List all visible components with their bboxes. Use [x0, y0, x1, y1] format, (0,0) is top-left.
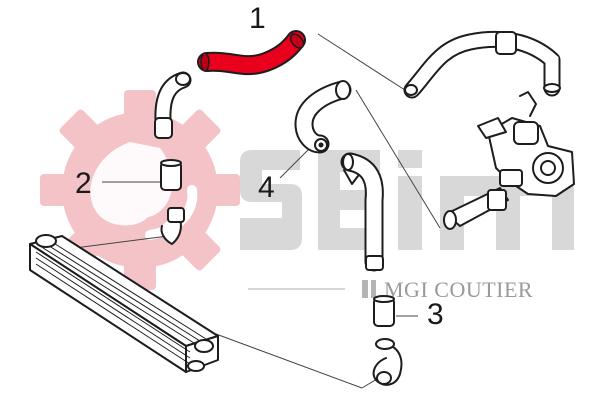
- upper-right-hose: [403, 30, 561, 99]
- upper-left-hose: [154, 71, 192, 139]
- watermark: MGI COUTIER: [40, 90, 574, 302]
- part-2-elbow-connector: [160, 207, 185, 245]
- brand-tagline: MGI COUTIER: [384, 277, 533, 302]
- middle-hose: [340, 152, 384, 272]
- callout-label-1: 1: [249, 2, 266, 35]
- mgi-coutier-logo-icon: [362, 280, 376, 298]
- intercooler: [29, 234, 219, 373]
- part-3-coupling-sleeve: [373, 295, 395, 327]
- leader-lines: [43, 33, 441, 389]
- turbo-outlet-pipe: [443, 187, 509, 230]
- callout-label-2: 2: [75, 167, 92, 200]
- callout-label-4: 4: [258, 171, 275, 204]
- gear-logo-icon: [40, 90, 240, 290]
- part-4-hose: [294, 80, 352, 154]
- part-1-hose: [197, 30, 306, 76]
- egr-valve-assembly: [477, 91, 575, 197]
- callout-label-3: 3: [427, 298, 444, 331]
- lower-elbow-connector: [372, 338, 403, 386]
- part-2-coupling-sleeve: [160, 159, 182, 191]
